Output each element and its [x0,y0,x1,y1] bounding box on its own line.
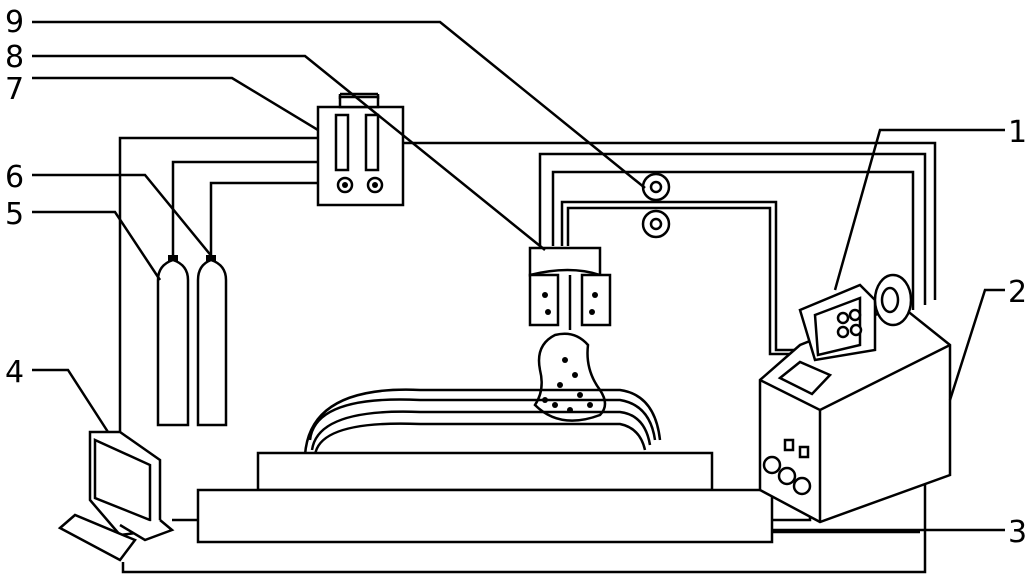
welding-torch [528,246,612,422]
label-6: 6 [5,160,24,195]
wire-feeder [798,273,913,362]
welding-power-source [758,303,952,524]
wire-feed-rollers [641,172,671,239]
gas-flow-meter [316,95,405,207]
label-7: 7 [5,72,24,107]
gas-cylinders [156,255,228,427]
label-2: 2 [1008,275,1027,310]
work-table [196,451,774,544]
label-1: 1 [1008,115,1027,150]
label-5: 5 [5,197,24,232]
callout-labels: 9 8 7 6 5 4 1 2 3 [5,5,1027,550]
label-4: 4 [5,355,24,390]
label-3: 3 [1008,515,1027,550]
deposited-layers [303,388,662,456]
leader-lines [32,20,1005,532]
computer [57,430,198,562]
label-8: 8 [5,40,24,75]
label-9: 9 [5,5,24,40]
